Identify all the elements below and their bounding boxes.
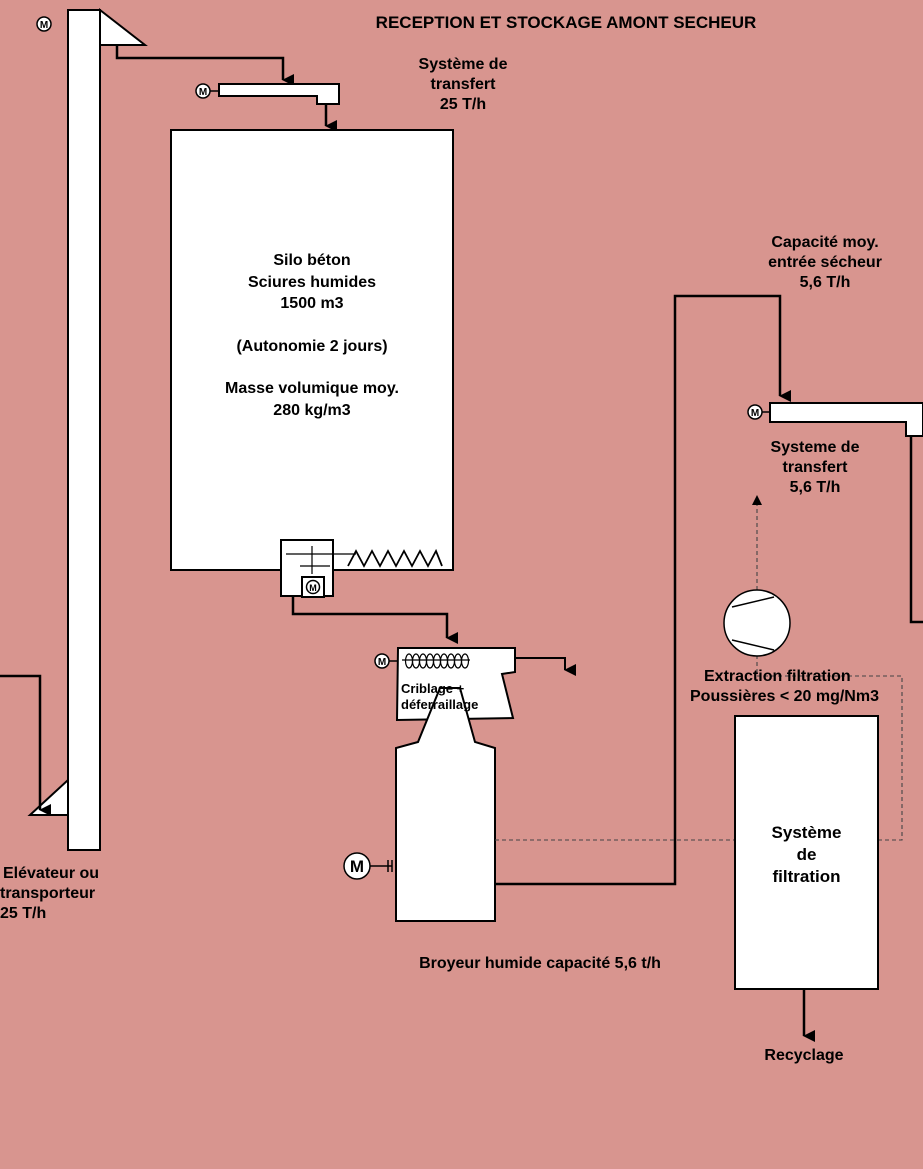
recycling-label: Recyclage [764,1047,844,1064]
dust-extraction-lines [495,504,903,841]
elevator-boot-chute [27,777,69,816]
filtration-line-2: de [796,845,817,864]
filtration-label: Système de filtration [735,822,878,888]
transfer-top-line-1: Système de [418,56,508,73]
screen-drum-icon [404,653,470,669]
crusher: M [343,687,496,922]
elevator-feed-line [0,674,51,816]
dryer-capacity-line-1: Capacité moy. [771,234,879,251]
svg-text:M: M [309,583,317,593]
elevator-head-chute [99,7,148,46]
silo-line-4 [180,315,444,336]
screening-line-2: déferraillage [401,697,479,712]
elevator-line-3: 25 T/h [0,905,47,922]
dryer-feed-line [909,436,923,624]
elevator-column [27,7,148,851]
silo-to-screening-line [291,596,458,644]
silo-screw-symbol [347,548,443,568]
top-transfer-conveyor: M [195,83,340,105]
silo-line-6 [180,357,444,378]
elevator-line-1: Elévateur ou [3,865,100,882]
screening-reject-line [515,657,576,676]
silo-discharge: M [280,539,443,598]
silo-discharge-motor-icon [305,579,321,595]
silo-line-3: 1500 m3 [280,295,344,312]
silo-line-5: (Autonomie 2 jours) [236,337,388,355]
crusher-label: Broyeur humide capacité 5,6 t/h [419,955,661,972]
transfer-right-label: Systeme de transfert 5,6 T/h [740,438,890,498]
transfer-top-line-3: 25 T/h [439,96,487,113]
extraction-label: Extraction filtration Poussières < 20 mg… [690,667,923,707]
transfer-right-line-3: 5,6 T/h [789,479,841,496]
dryer-capacity-line-3: 5,6 T/h [799,274,851,291]
svg-text:M: M [199,87,207,98]
filtration-line-1: Système [771,823,842,842]
crusher-to-dryer-line [495,294,791,886]
dryer-capacity-label: Capacité moy. entrée sécheur 5,6 T/h [730,233,920,293]
extraction-fan-icon [723,589,791,657]
elevator-motor-icon: M [36,16,52,32]
silo-line-7: Masse volumique moy. [225,380,399,397]
extraction-line-1: Extraction filtration [704,668,851,685]
transfer-right-line-2: transfert [782,459,848,476]
svg-text:M: M [40,20,48,31]
filtration-line-3: filtration [772,867,841,886]
screening-line-1: Criblage + [401,681,465,696]
silo-line-8: 280 kg/m3 [273,401,351,419]
elevator-to-transfer-line [115,45,294,86]
svg-text:M: M [751,408,759,419]
transfer-right-line-1: Systeme de [770,439,860,456]
elevator-label: Elévateur ou transporteur 25 T/h [0,864,160,924]
transfer-top-line-2: transfert [430,76,496,93]
extraction-arrow-icon [752,495,762,505]
concrete-silo [170,129,454,571]
silo-line-2: Sciures humides [247,273,377,291]
transfer-top-label: Système de transfert 25 T/h [378,55,548,115]
elevator-line-2: transporteur [0,885,96,902]
dryer-capacity-line-2: entrée sécheur [768,254,882,271]
screening-label: Criblage + déferraillage [398,681,502,713]
right-transfer-conveyor: M [747,402,923,437]
screening-unit: M [374,647,516,722]
diagram-title: RECEPTION ET STOCKAGE AMONT SECHEUR [375,13,757,32]
svg-text:M: M [378,657,386,668]
silo-line-1: Silo béton [273,252,351,269]
silo-label: Silo béton Sciures humides 1500 m3 (Auto… [180,250,444,421]
filtration-unit [734,715,879,990]
extraction-line-2: Poussières < 20 mg/Nm3 [690,688,879,705]
svg-text:M: M [350,857,364,876]
